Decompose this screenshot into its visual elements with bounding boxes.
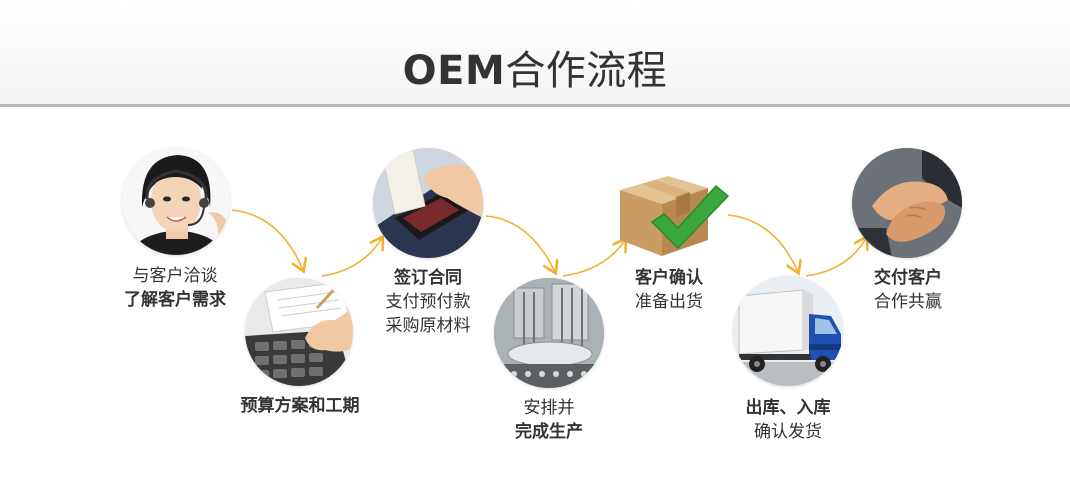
step2-image [245, 278, 353, 386]
step3-image [373, 148, 483, 258]
step3-caption: 签订合同 支付预付款 采购原材料 [385, 268, 471, 336]
arrow-1 [231, 209, 303, 270]
arrow-2 [321, 238, 382, 277]
step4-caption: 安排并 完成生产 [515, 398, 583, 442]
header-band [0, 0, 1070, 106]
checkmark-icon [650, 184, 730, 250]
step1-image [122, 147, 230, 255]
step7-image [852, 148, 962, 258]
step6-caption: 出库、入库 确认发货 [745, 398, 831, 442]
step1-caption: 与客户洽谈 了解客户需求 [124, 266, 226, 310]
title-divider [0, 104, 1070, 107]
step5-caption: 客户确认 准备出货 [635, 268, 703, 312]
step6-image [733, 276, 843, 386]
arrow-5 [727, 214, 798, 272]
step7-caption: 交付客户 合作共赢 [874, 268, 942, 312]
step5-image [612, 160, 730, 260]
arrow-4 [562, 240, 625, 277]
arrow-3 [485, 215, 555, 272]
step2-caption: 预算方案和工期 [240, 396, 360, 416]
arrow-6 [805, 238, 866, 277]
page-title: OEM合作流程 [402, 48, 668, 94]
step4-image [494, 278, 604, 388]
